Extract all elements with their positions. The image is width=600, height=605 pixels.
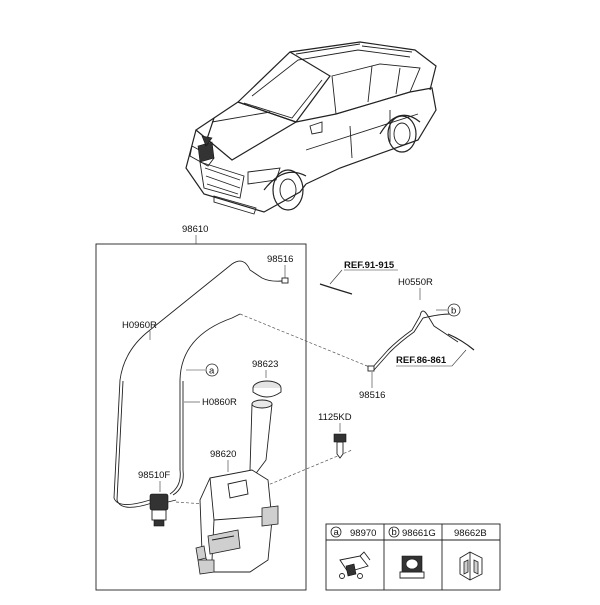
nozzle-connector-upper	[281, 277, 289, 284]
hose-h0550r	[371, 310, 459, 369]
label-98620: 98620	[210, 449, 236, 460]
legend-table: a 98970 b 98661G 98662B	[325, 523, 501, 591]
vehicle-illustration	[185, 41, 437, 215]
washer-reservoir	[195, 399, 279, 575]
callout-a-letter: a	[209, 366, 215, 377]
assembly-box	[95, 243, 307, 591]
clip-98970-icon	[339, 551, 371, 579]
callout-a-circle	[205, 363, 219, 377]
clip-98661g-icon	[399, 555, 425, 579]
legend-code-98662b: 98662B	[454, 528, 487, 539]
label-98610: 98610	[182, 224, 208, 235]
legend-a-letter: a	[334, 527, 340, 538]
callout-b-letter: b	[451, 306, 456, 317]
legend-b-circle	[388, 526, 400, 538]
legend-code-98661g: 98661G	[402, 528, 436, 539]
clip-98662b-icon	[459, 551, 483, 581]
legend-code-98970: 98970	[350, 528, 376, 539]
label-98623: 98623	[252, 359, 278, 370]
reservoir-cap	[252, 380, 282, 398]
callout-b-circle	[447, 303, 461, 317]
nozzle-connector-lower	[367, 365, 375, 372]
legend-a-circle	[330, 526, 342, 538]
label-h0960r: H0960R	[122, 320, 157, 331]
ref-91-915: REF.91-915	[344, 260, 395, 271]
label-h0550r: H0550R	[398, 277, 433, 288]
bolt	[333, 433, 347, 459]
label-98516-upper: 98516	[267, 254, 293, 265]
label-98516-lower: 98516	[359, 390, 385, 401]
ref-86-861: REF.86-861	[396, 355, 447, 366]
washer-pump	[149, 493, 177, 527]
hose-h0860r	[169, 313, 241, 495]
label-h0860r: H0860R	[202, 397, 237, 408]
label-1125kd: 1125KD	[318, 412, 352, 423]
label-98510f: 98510F	[138, 470, 170, 481]
hose-h0960r	[113, 260, 283, 505]
legend-b-letter: b	[392, 527, 397, 538]
